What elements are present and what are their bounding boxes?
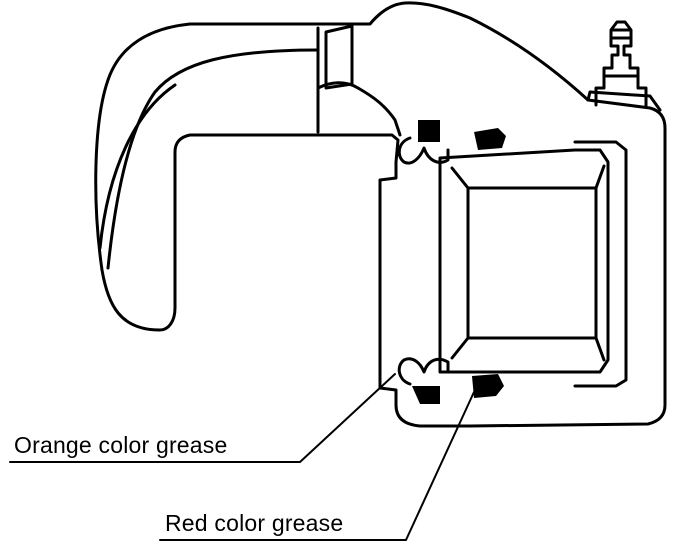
bridge-block	[324, 24, 354, 90]
upper-boot-ring	[418, 120, 440, 142]
piston-outline	[438, 148, 610, 374]
red-color-grease-label: Red color grease	[165, 510, 344, 536]
lower-piston-seal	[472, 374, 504, 398]
upper-piston-seal	[474, 128, 506, 150]
red-grease-leader	[159, 391, 475, 541]
piston-face-bevel	[450, 164, 606, 362]
bleeder-screw	[594, 20, 648, 108]
yoke-inner-lower-curve	[98, 83, 177, 250]
yoke-inner-curve	[106, 48, 320, 270]
orange-grease-leader	[9, 373, 396, 463]
bridge-groove	[316, 81, 402, 137]
piston-face	[466, 186, 598, 340]
bleeder-boss	[586, 90, 662, 112]
lower-boot-ring	[412, 386, 440, 404]
cylinder-wall	[573, 140, 628, 388]
lower-dust-boot	[397, 357, 450, 386]
orange-color-grease-label: Orange color grease	[14, 432, 228, 458]
caliper-body-outline	[94, 1, 667, 428]
upper-dust-boot	[397, 136, 450, 165]
